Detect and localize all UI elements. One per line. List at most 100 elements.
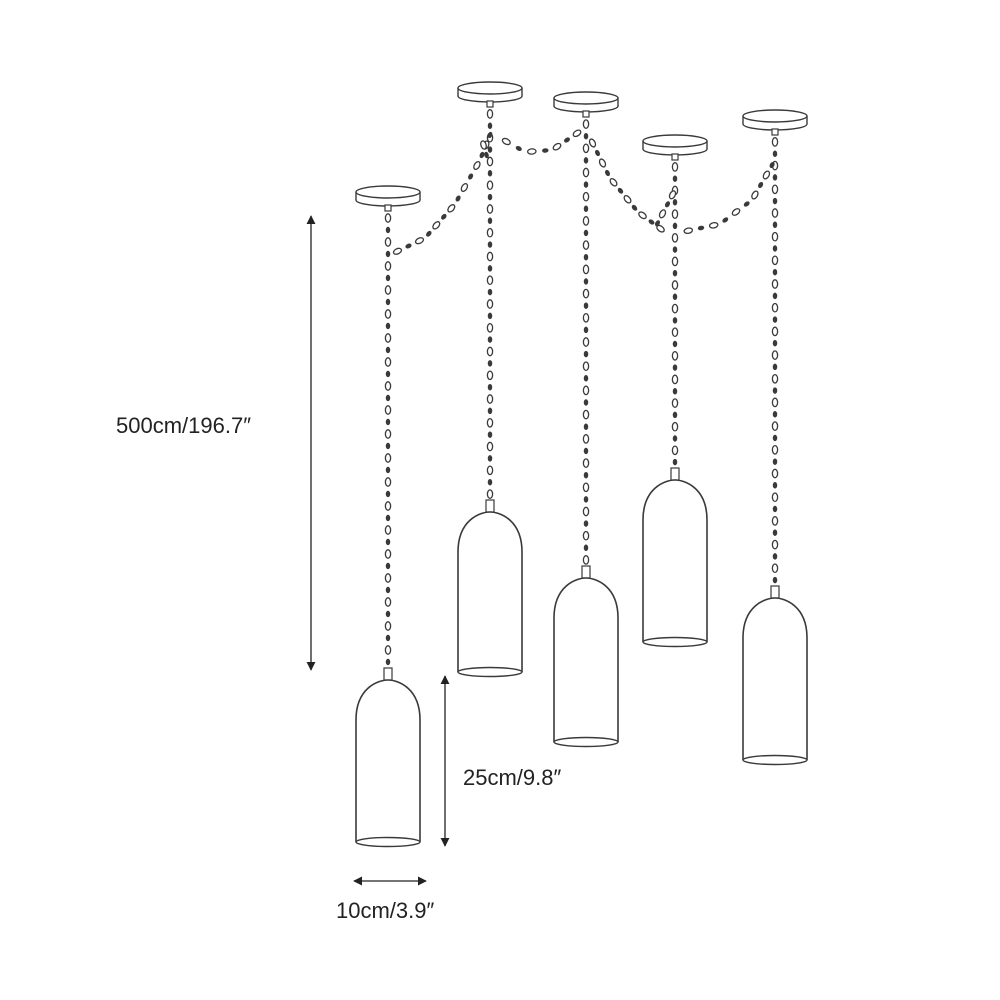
chain-link <box>582 361 590 372</box>
chain-link <box>385 538 391 546</box>
chain-link <box>384 501 392 511</box>
canopy-hook <box>384 204 392 212</box>
chain-link <box>487 131 493 139</box>
chain-link <box>623 195 632 204</box>
chain-link <box>672 222 678 230</box>
chain-link <box>771 231 779 242</box>
chain-link <box>582 458 590 468</box>
chain-link <box>564 137 570 143</box>
canopy-hook <box>582 110 590 118</box>
chain-link <box>487 431 493 438</box>
chain-link <box>772 339 778 347</box>
chain-link <box>582 288 590 299</box>
lamp-shade <box>355 667 421 848</box>
chain-link <box>583 181 589 188</box>
chain-link <box>583 157 589 164</box>
chain-link <box>487 407 493 415</box>
chain-link <box>769 161 775 169</box>
chain-link <box>486 441 494 452</box>
chain-link <box>385 514 391 522</box>
chain-link <box>671 398 679 408</box>
chain-link <box>515 145 522 152</box>
pendant-lamp-1 <box>355 185 421 848</box>
chain-link <box>771 373 779 384</box>
chain-link <box>582 385 590 396</box>
chain-link <box>582 409 590 420</box>
chain-link <box>672 340 678 348</box>
chain-link <box>583 229 589 237</box>
chain-link <box>771 516 779 526</box>
chain-link <box>771 279 779 289</box>
chain-link <box>771 326 779 337</box>
chain-link <box>385 418 391 426</box>
lamp-socket <box>670 467 680 481</box>
chain-link <box>638 211 647 220</box>
chain-link <box>722 217 729 223</box>
lamp-shade <box>642 467 708 648</box>
chain-link <box>487 455 493 462</box>
chain-link <box>385 394 391 402</box>
chain-link <box>572 129 582 138</box>
chain-link <box>582 530 590 541</box>
chain-link <box>671 162 679 172</box>
chain-link <box>582 337 590 347</box>
chain-link <box>582 312 590 323</box>
chain-link <box>486 394 494 404</box>
chain-link <box>583 350 589 358</box>
pendant-lamps <box>355 81 808 848</box>
chain-link <box>384 309 392 319</box>
chain-link <box>671 256 679 267</box>
chain-link <box>486 417 494 428</box>
chain-link <box>385 466 391 474</box>
chain-link <box>385 658 391 666</box>
chain-link <box>414 237 425 245</box>
chain-link <box>762 170 771 180</box>
swag-link-a <box>480 140 489 159</box>
chain-link <box>384 333 392 343</box>
chain-link <box>771 302 779 313</box>
chain-link <box>552 142 562 151</box>
canopy-top <box>742 109 808 123</box>
chain-link <box>758 181 764 189</box>
chain-link <box>526 148 537 155</box>
swag-chain-2 <box>501 129 582 155</box>
chain-link <box>771 444 779 455</box>
total-height-label: 500cm/196.7″ <box>116 413 251 438</box>
chain-link <box>460 182 469 193</box>
chain-link <box>487 170 493 177</box>
chain-link <box>385 250 391 258</box>
chain-link <box>772 482 778 489</box>
ceiling-canopy <box>553 91 619 118</box>
chain-link <box>385 274 391 282</box>
chain-link <box>648 219 655 225</box>
chain-link <box>487 241 493 248</box>
chain-link <box>672 435 678 442</box>
pendant-lamp-5 <box>742 109 808 766</box>
chain-link <box>486 465 494 476</box>
chain-link <box>672 458 678 466</box>
chain-link <box>484 151 489 159</box>
chain-link <box>385 490 391 498</box>
chain-link <box>672 293 678 301</box>
chain-link <box>542 148 549 153</box>
chain-link <box>486 370 494 381</box>
chain-link <box>486 204 494 214</box>
chain-link <box>671 280 679 290</box>
chain-link <box>385 370 391 378</box>
chain-link <box>486 156 494 167</box>
chain-link <box>771 397 779 408</box>
shade-width-label: 10cm/3.9″ <box>336 898 434 923</box>
chain-link <box>385 322 391 330</box>
chain-link <box>671 445 679 456</box>
chain-link <box>671 303 679 314</box>
chain-link <box>697 225 705 231</box>
chain-link <box>447 204 456 213</box>
chain-link <box>671 327 679 338</box>
chain-link <box>771 421 779 431</box>
chain-link <box>441 213 447 220</box>
chain-swags <box>392 129 775 255</box>
chain-link <box>664 201 671 208</box>
chain-link <box>583 278 589 285</box>
chain-link <box>672 199 678 206</box>
chain-link <box>751 190 759 200</box>
